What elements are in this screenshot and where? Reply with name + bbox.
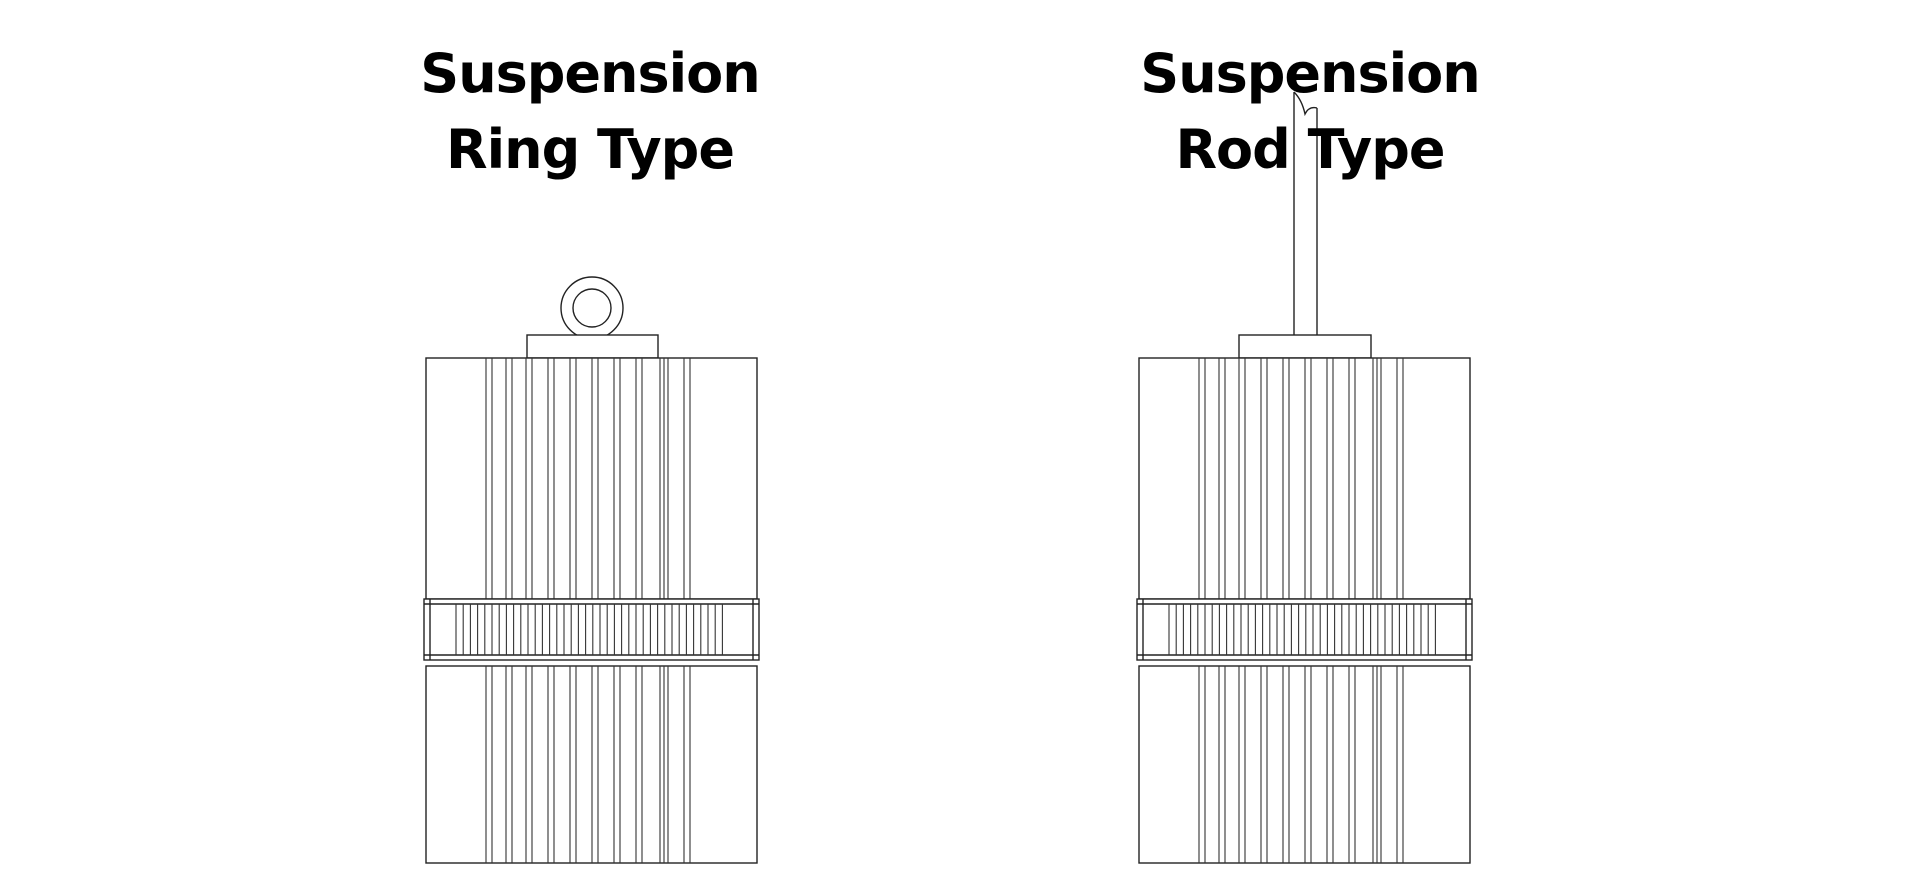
band-fins bbox=[455, 604, 723, 655]
ring-type-title: Suspension Ring Type bbox=[330, 36, 850, 188]
lower-fins bbox=[1198, 666, 1404, 863]
ring-type-title-line2: Ring Type bbox=[446, 118, 735, 181]
lower-fins bbox=[485, 666, 691, 863]
mount-plate bbox=[1238, 334, 1372, 359]
upper-fins bbox=[485, 358, 691, 599]
rod-type-title-line2: Rod Type bbox=[1175, 118, 1445, 181]
rod-type-title-line1: Suspension bbox=[1140, 42, 1480, 105]
suspension-ring-outer bbox=[560, 276, 624, 340]
rod-type-fixture bbox=[1136, 91, 1473, 864]
rod-type-title: Suspension Rod Type bbox=[1050, 36, 1570, 188]
suspension-rod-hook bbox=[1293, 91, 1318, 117]
band-fins bbox=[1168, 604, 1436, 655]
suspension-ring-inner bbox=[572, 288, 612, 328]
ring-type-title-line1: Suspension bbox=[420, 42, 760, 105]
mount-plate bbox=[526, 334, 659, 359]
upper-fins bbox=[1198, 358, 1404, 599]
middle-band bbox=[423, 598, 760, 661]
ring-type-fixture bbox=[423, 276, 760, 864]
middle-band bbox=[1136, 598, 1473, 661]
